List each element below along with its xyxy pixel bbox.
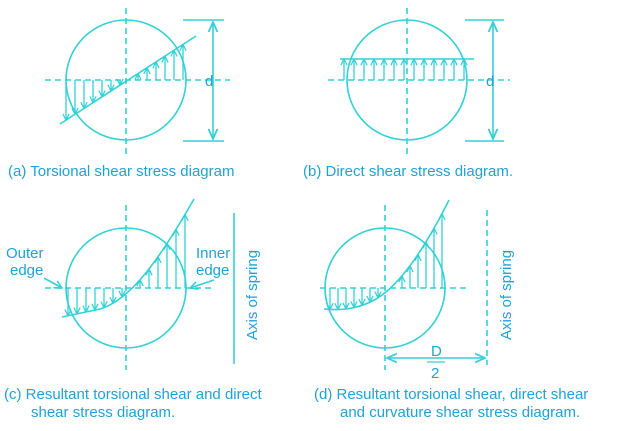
inner-edge-label-line2: edge: [196, 262, 229, 279]
caption-c-line2: shear stress diagram.: [31, 404, 176, 421]
outer-edge-label-line2: edge: [10, 262, 43, 279]
caption-c-line1: (c) Resultant torsional shear and direct: [4, 386, 262, 403]
diameter-label-a: d: [205, 73, 213, 90]
shear-arrows-c: [68, 214, 185, 315]
axis-of-spring-label-c: Axis of spring: [244, 250, 261, 340]
outer-edge-label-line1: Outer: [6, 245, 44, 262]
diameter-label-b: d: [486, 73, 494, 90]
outer-edge-leader: [43, 277, 62, 288]
shear-arrows-d: [330, 214, 442, 310]
inner-edge-leader: [190, 279, 215, 288]
panel-c-resultant: [43, 198, 235, 370]
panel-a-torsional-shear: [45, 8, 230, 155]
panel-b-direct-shear: [328, 8, 510, 155]
shear-arrows-a: [66, 44, 183, 120]
caption-d-line2: and curvature shear stress diagram.: [340, 404, 581, 421]
caption-d-line1: (d) Resultant torsional shear, direct sh…: [314, 386, 589, 403]
caption-a: (a) Torsional shear stress diagram: [8, 163, 235, 180]
shear-arrows-b: [344, 59, 464, 80]
axis-of-spring-label-d: Axis of spring: [498, 250, 515, 340]
resultant-stress-curve-d: [323, 199, 450, 311]
resultant-stress-curve-c: [61, 198, 195, 318]
two-label: 2: [431, 365, 439, 382]
inner-edge-label-line1: Inner: [196, 245, 230, 262]
panel-d-resultant-curvature: [320, 199, 488, 370]
D-label: D: [431, 343, 442, 360]
caption-b: (b) Direct shear stress diagram.: [303, 163, 514, 180]
